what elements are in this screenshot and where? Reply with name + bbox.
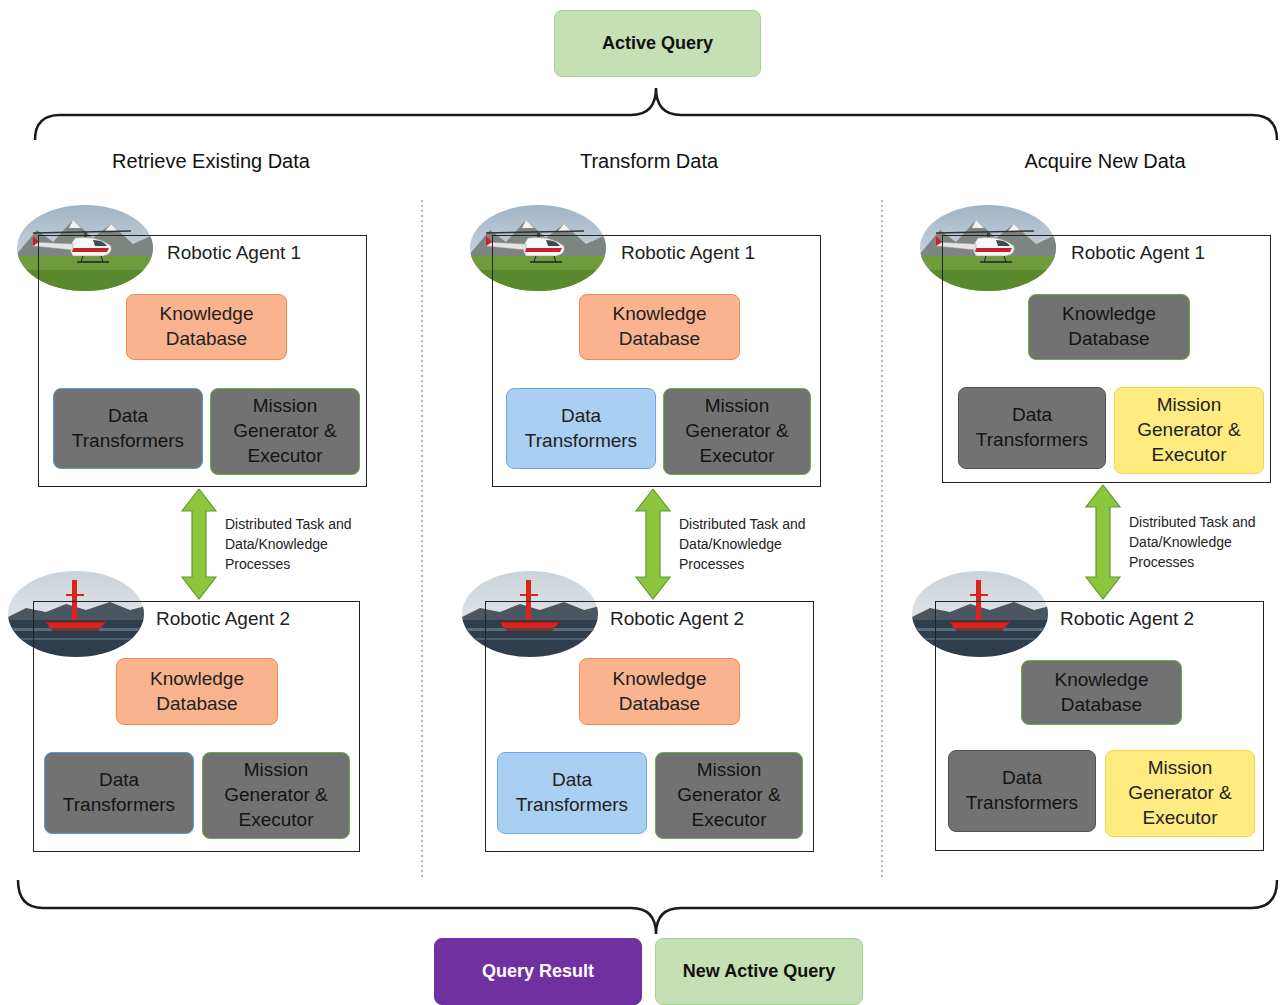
box-text: New Active Query (683, 960, 835, 983)
query-box: New Active Query (655, 938, 863, 1005)
box-text: Knowledge Database (133, 302, 280, 351)
transformer-box: Data Transformers (53, 388, 203, 469)
box-text: Mission Generator & Executor (1121, 393, 1257, 467)
sailboat-photo (6, 569, 146, 660)
helicopter-photo (15, 203, 155, 296)
box-text: Data Transformers (51, 768, 187, 817)
bracket-lines (18, 88, 1277, 934)
database-box: Knowledge Database (1021, 660, 1182, 725)
box-text: Knowledge Database (123, 667, 271, 716)
box-text: Data Transformers (504, 768, 640, 817)
box-text: Mission Generator & Executor (1112, 756, 1248, 830)
column-heading: Acquire New Data (1024, 150, 1185, 173)
box-text: Knowledge Database (1028, 668, 1175, 717)
database-box: Knowledge Database (116, 658, 278, 725)
box-text: Knowledge Database (586, 667, 733, 716)
agent-heading: Robotic Agent 2 (1060, 608, 1194, 630)
transformer-box: Data Transformers (958, 387, 1106, 469)
mission-box: Mission Generator & Executor (663, 388, 811, 475)
box-text: Data Transformers (513, 404, 649, 453)
box-text: Mission Generator & Executor (670, 394, 804, 468)
separator-line (881, 200, 882, 878)
double-arrow (182, 489, 216, 599)
agent-heading: Robotic Agent 2 (610, 608, 744, 630)
agent-box: Robotic Agent 1 Knowledge DatabaseData Tr… (942, 235, 1271, 483)
box-text: Query Result (482, 960, 594, 983)
bottom-bracket (18, 880, 1277, 934)
sailboat-photo (460, 569, 600, 660)
edge-label: Distributed Task and Data/Knowledge Proc… (1127, 511, 1281, 574)
box-text: Data Transformers (60, 404, 196, 453)
box-text: Mission Generator & Executor (217, 394, 353, 468)
separator-line (421, 200, 422, 878)
agent-box: Robotic Agent 2 Knowledge DatabaseData Tr… (485, 601, 814, 852)
agent-photos (6, 203, 1058, 660)
box-text: Mission Generator & Executor (662, 758, 796, 832)
column-separators (422, 200, 882, 878)
agent-heading: Robotic Agent 1 (621, 242, 755, 264)
helicopter-photo (468, 203, 608, 296)
transformer-box: Data Transformers (506, 388, 656, 469)
agent-box: Robotic Agent 1 Knowledge DatabaseData Tr… (492, 235, 821, 487)
box-text: Active Query (602, 32, 713, 55)
edge-label: Distributed Task and Data/Knowledge Proc… (223, 513, 377, 576)
mission-box: Mission Generator & Executor (1114, 387, 1264, 474)
box-text: Mission Generator & Executor (209, 758, 343, 832)
mission-box: Mission Generator & Executor (655, 752, 803, 839)
top-bracket (35, 88, 1277, 140)
database-box: Knowledge Database (579, 658, 740, 725)
box-text: Data Transformers (965, 403, 1099, 452)
mission-box: Mission Generator & Executor (210, 388, 360, 475)
agent-box: Robotic Agent 1 Knowledge DatabaseData Tr… (38, 235, 367, 487)
box-text: Data Transformers (955, 766, 1089, 815)
double-arrow (1086, 485, 1120, 599)
agent-box: Robotic Agent 2 Knowledge DatabaseData Tr… (33, 601, 360, 852)
box-text: Knowledge Database (586, 302, 733, 351)
result-box: Query Result (434, 938, 642, 1005)
agent-box: Robotic Agent 2 Knowledge DatabaseData Tr… (935, 601, 1264, 851)
edge-label: Distributed Task and Data/Knowledge Proc… (677, 513, 831, 576)
database-box: Knowledge Database (1028, 294, 1190, 360)
agent-heading: Robotic Agent 1 (1071, 242, 1205, 264)
double-arrow (636, 489, 670, 599)
database-box: Knowledge Database (126, 294, 287, 360)
sailboat-photo (910, 569, 1050, 660)
column-heading: Transform Data (580, 150, 718, 173)
mission-box: Mission Generator & Executor (202, 752, 350, 839)
query-box: Active Query (554, 10, 761, 77)
transformer-box: Data Transformers (497, 752, 647, 834)
agent-heading: Robotic Agent 2 (156, 608, 290, 630)
box-text: Knowledge Database (1035, 302, 1183, 351)
helicopter-photo (918, 203, 1058, 296)
column-heading: Retrieve Existing Data (112, 150, 310, 173)
database-box: Knowledge Database (579, 294, 740, 360)
transformer-box: Data Transformers (948, 750, 1096, 832)
mission-box: Mission Generator & Executor (1105, 750, 1255, 837)
transformer-box: Data Transformers (44, 752, 194, 834)
agent-heading: Robotic Agent 1 (167, 242, 301, 264)
